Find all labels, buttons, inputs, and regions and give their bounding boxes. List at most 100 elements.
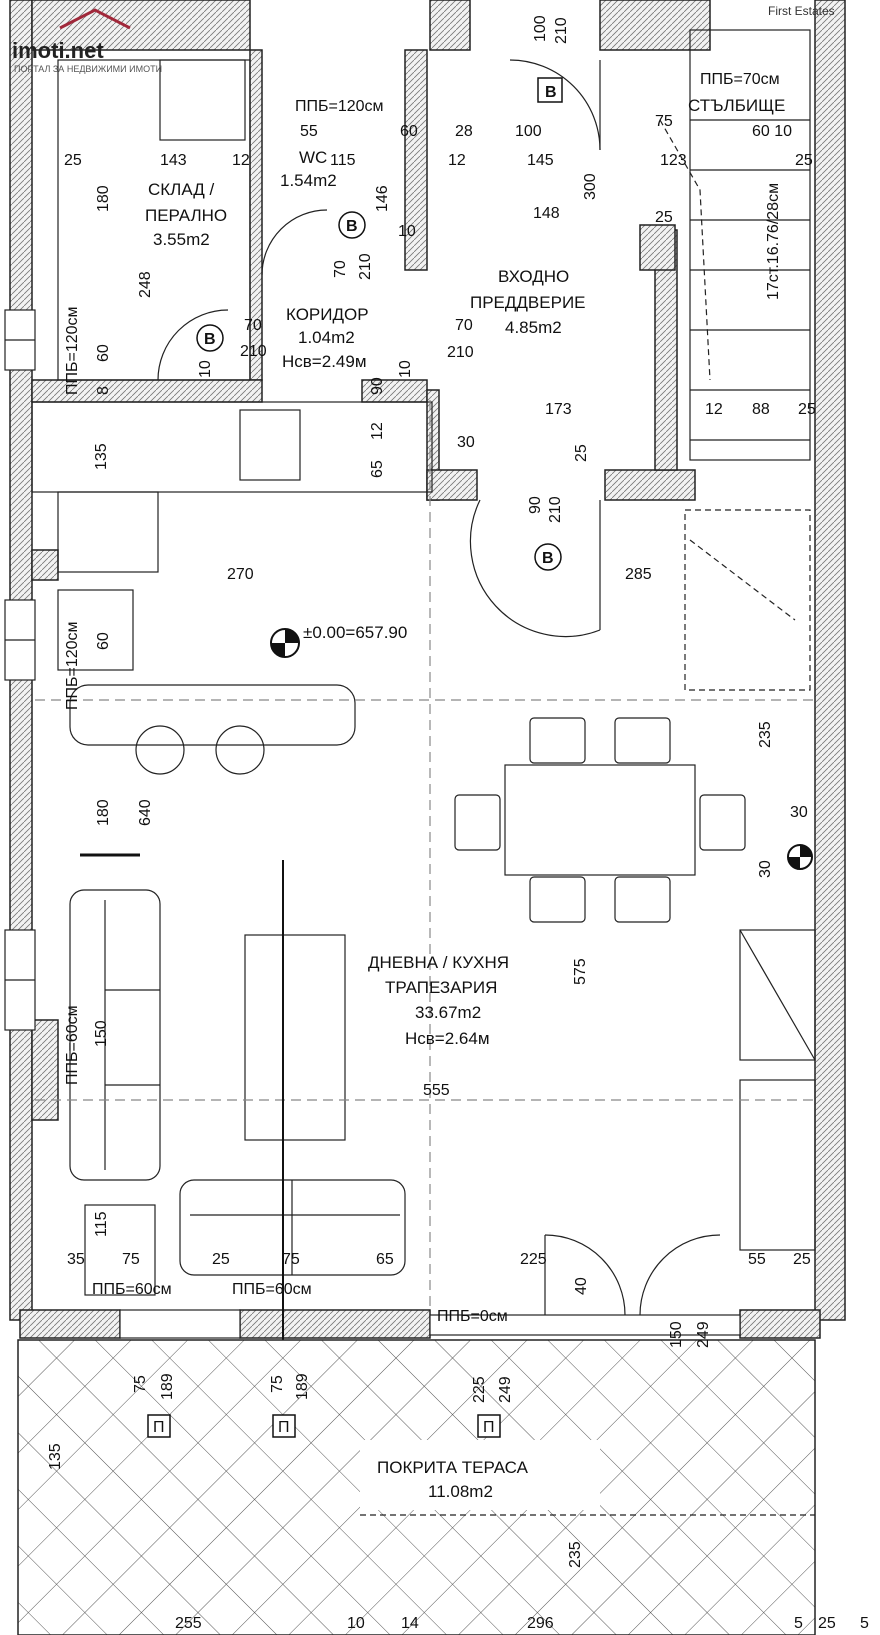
dim-12c: 12 — [705, 401, 723, 418]
dim-248: 248 — [137, 271, 154, 298]
dim-30a: 30 — [457, 434, 475, 451]
dim-146: 146 — [374, 185, 391, 212]
dim-30c: 30 — [757, 860, 774, 878]
dim-55b: 55 — [748, 1251, 766, 1268]
b-5b: 5 — [860, 1615, 869, 1632]
wc-area: 1.54m2 — [280, 171, 337, 190]
dim-145: 145 — [527, 152, 554, 169]
ppb-left-mid: ППБ=120см — [64, 621, 81, 710]
dim-60c: 60 — [95, 632, 112, 650]
ppb-bottom-1: ППБ=60см — [92, 1281, 172, 1298]
terrace-name: ПОКРИТА ТЕРАСА — [377, 1458, 529, 1477]
dim-12a: 12 — [232, 152, 250, 169]
dim-173: 173 — [545, 401, 572, 418]
dim-cor-door-h: 210 — [447, 344, 474, 361]
dim-25e: 25 — [573, 444, 590, 462]
level-mark-icon — [270, 628, 300, 658]
ppb-wc: ППБ=120см — [295, 98, 384, 115]
dim-90: 90 — [369, 377, 386, 395]
dim-148: 148 — [533, 205, 560, 222]
dim-top-door-h: 210 — [553, 17, 570, 44]
dim-60b: 60 — [95, 344, 112, 362]
dim-lv-door-h: 210 — [547, 496, 564, 523]
dim-180b: 180 — [95, 799, 112, 826]
corridor-area: 1.04m2 — [298, 328, 355, 347]
b-296: 296 — [527, 1615, 554, 1632]
t-225: 225 — [471, 1376, 488, 1403]
corridor-name: КОРИДОР — [286, 305, 369, 324]
terrace-door-tag-3: П — [483, 1419, 495, 1436]
storage-name-2: ПЕРАЛНО — [145, 206, 227, 225]
dim-115b: 115 — [93, 1211, 110, 1237]
dim-249a: 249 — [695, 1321, 712, 1348]
t-235: 235 — [567, 1541, 584, 1568]
dim-285: 285 — [625, 566, 652, 583]
dim-123: 123 — [660, 152, 687, 169]
storage-door-tag: B — [204, 331, 216, 348]
b-5a: 5 — [794, 1615, 803, 1632]
living-name-2: ТРАПЕЗАРИЯ — [385, 978, 497, 997]
dim-143: 143 — [160, 152, 187, 169]
dim-235a: 235 — [757, 721, 774, 748]
b-10: 10 — [347, 1615, 365, 1632]
dim-10a: 10 — [398, 223, 416, 240]
dim-135a: 135 — [93, 443, 110, 470]
dim-25g: 25 — [793, 1251, 811, 1268]
windows — [4, 309, 741, 1339]
t-75a: 75 — [132, 1375, 149, 1393]
b-255: 255 — [175, 1615, 202, 1632]
stairs-name: СТЪЛБИЩЕ — [688, 96, 785, 115]
ppb-stairs: ППБ=70см — [700, 71, 780, 88]
dim-65b: 65 — [376, 1251, 394, 1268]
t-189a: 189 — [159, 1373, 176, 1400]
t-135: 135 — [47, 1443, 64, 1470]
wc-door-tag: B — [346, 218, 358, 235]
entrance-name-1: ВХОДНО — [498, 267, 569, 286]
t-249: 249 — [497, 1376, 514, 1403]
dim-75c: 75 — [282, 1251, 300, 1268]
dim-wc-door-h: 210 — [357, 253, 374, 280]
dim-st-door-h: 210 — [240, 343, 267, 360]
dim-25b: 25 — [795, 152, 813, 169]
ppb-left-low: ППБ=60см — [64, 1005, 81, 1085]
dim-10c: 10 — [397, 360, 414, 378]
dim-10b: 10 — [197, 360, 214, 378]
living-height: Hсв=2.64м — [405, 1029, 490, 1048]
dim-cor-door-w: 70 — [455, 317, 473, 334]
dim-60a: 60 — [400, 123, 418, 140]
main-door-tag: B — [545, 84, 557, 101]
wc-name: WC — [299, 148, 327, 167]
dim-640: 640 — [137, 799, 154, 826]
level-mark-text: ±0.00=657.90 — [303, 623, 407, 642]
ppb-left-top: ППБ=120см — [64, 306, 81, 395]
dim-40: 40 — [573, 1277, 590, 1295]
dim-25a: 25 — [64, 152, 82, 169]
ppb-bottom-2: ППБ=60см — [232, 1281, 312, 1298]
walls — [9, 0, 846, 1339]
dim-75b: 75 — [122, 1251, 140, 1268]
dim-25d: 25 — [798, 401, 816, 418]
dim-28: 28 — [455, 123, 473, 140]
door-tags — [147, 77, 563, 1438]
dim-6010: 60 10 — [752, 123, 792, 140]
storage-name-1: СКЛАД / — [148, 180, 214, 199]
t-189b: 189 — [294, 1373, 311, 1400]
terrace-area: 11.08m2 — [428, 1482, 493, 1501]
dim-100: 100 — [515, 123, 542, 140]
dim-270: 270 — [227, 566, 254, 583]
dim-35: 35 — [67, 1251, 85, 1268]
b-14: 14 — [401, 1615, 419, 1632]
dim-top-door-w: 100 — [532, 15, 549, 42]
dim-12b: 12 — [448, 152, 466, 169]
entrance-name-2: ПРЕДДВЕРИЕ — [470, 293, 586, 312]
living-area: 33.67m2 — [415, 1003, 481, 1022]
dim-25c: 25 — [655, 209, 673, 226]
living-door-tag: B — [542, 550, 554, 567]
dim-555: 555 — [423, 1082, 450, 1099]
dim-225a: 225 — [520, 1251, 547, 1268]
living-name-1: ДНЕВНА / КУХНЯ — [368, 953, 509, 972]
dim-55: 55 — [300, 123, 318, 140]
terrace-door-tag-2: П — [278, 1419, 290, 1436]
